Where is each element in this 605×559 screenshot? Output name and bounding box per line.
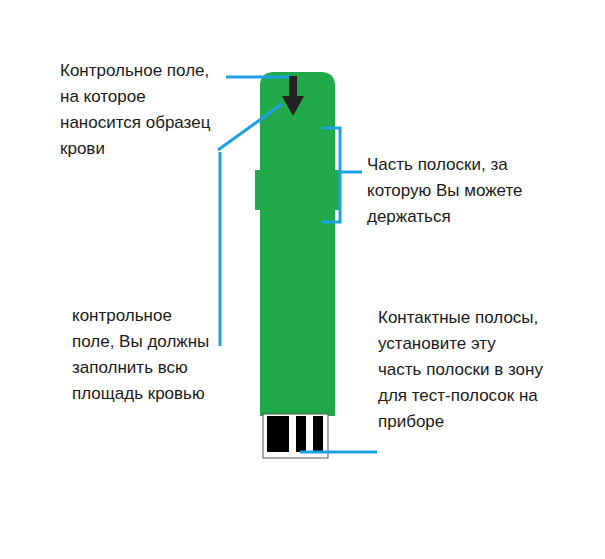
leader-line — [340, 171, 362, 174]
callout-label: контрольное поле, Вы должны заполнить вс… — [72, 303, 212, 407]
leader-line — [226, 76, 289, 79]
bracket — [322, 128, 340, 222]
grip-area — [255, 170, 340, 210]
contact-bar — [313, 416, 323, 452]
sample-arrow — [289, 76, 297, 98]
leader-line — [219, 152, 222, 346]
callout-label: Контактные полосы, установите эту часть … — [378, 305, 543, 435]
sample-arrow — [282, 96, 304, 116]
leader-line — [218, 104, 282, 150]
strip-body — [260, 72, 335, 416]
callout-label: Часть полоски, за которую Вы можете держ… — [367, 152, 567, 230]
contact-bar — [267, 416, 289, 452]
callout-label: Контрольное поле, на которое наносится о… — [60, 58, 225, 162]
leader-line — [300, 451, 377, 454]
contact-bar — [296, 416, 306, 452]
